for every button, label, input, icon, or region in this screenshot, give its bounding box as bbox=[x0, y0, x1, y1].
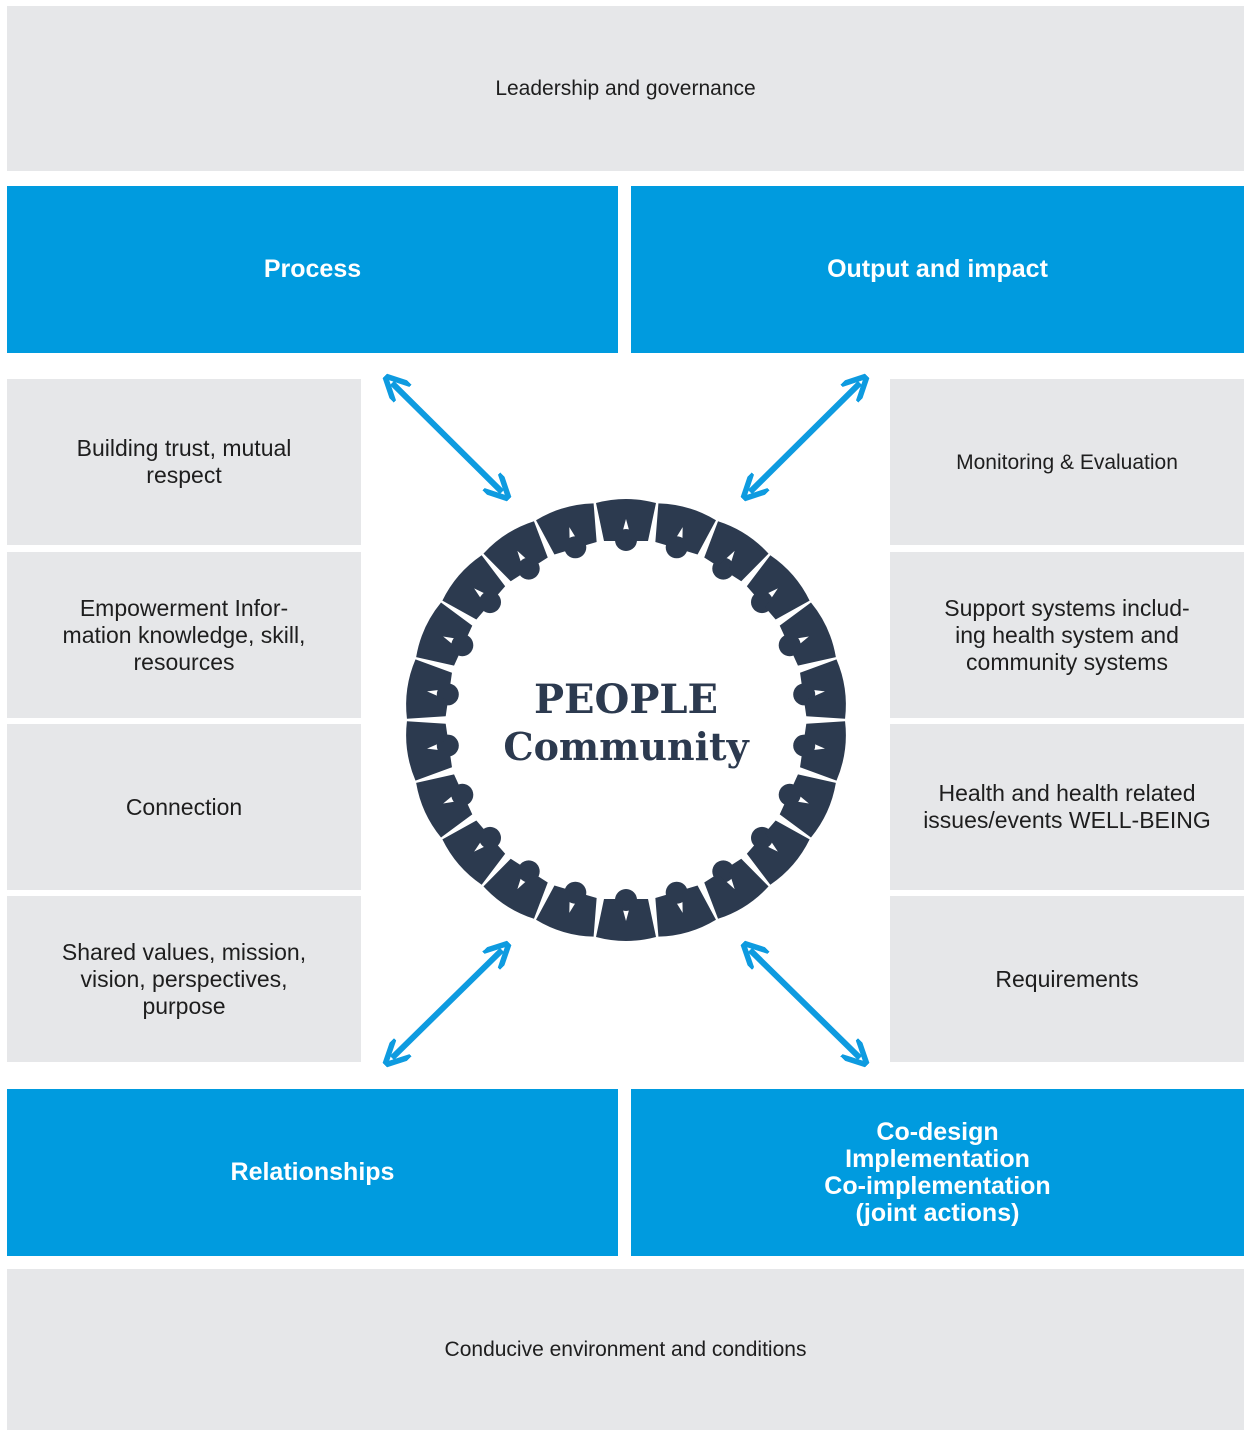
process-label: Process bbox=[263, 255, 362, 283]
right-item: Requirements bbox=[890, 896, 1244, 1062]
left-item-label: Shared values, mission, vision, perspect… bbox=[61, 938, 307, 1019]
bottom-band: Conducive environment and conditions bbox=[7, 1269, 1244, 1430]
right-item-label: Requirements bbox=[995, 965, 1139, 992]
left-item-label: Empowerment Infor- mation knowledge, ski… bbox=[62, 594, 306, 675]
person-body bbox=[406, 721, 452, 781]
person-body bbox=[442, 820, 506, 885]
person-body bbox=[416, 774, 473, 838]
codesign-header: Co-design Implementation Co-implementati… bbox=[631, 1089, 1244, 1256]
person-body bbox=[779, 774, 836, 838]
person-body bbox=[596, 499, 656, 541]
right-item: Health and health related issues/events … bbox=[890, 724, 1244, 890]
right-item-label: Support systems includ- ing health syste… bbox=[944, 594, 1190, 675]
right-item-label: Health and health related issues/events … bbox=[923, 780, 1211, 833]
top-band-label: Leadership and governance bbox=[495, 76, 756, 100]
center-subtitle: Community bbox=[503, 724, 749, 769]
relationships-label: Relationships bbox=[230, 1158, 395, 1186]
person-body bbox=[746, 555, 810, 620]
person-body bbox=[779, 602, 836, 666]
output-impact-label: Output and impact bbox=[827, 255, 1048, 283]
person-body bbox=[704, 858, 769, 919]
people-circle-icon bbox=[406, 499, 846, 941]
person-body bbox=[596, 899, 656, 941]
person-body bbox=[483, 521, 548, 582]
double-arrow-icon bbox=[392, 950, 502, 1058]
bottom-band-label: Conducive environment and conditions bbox=[444, 1337, 807, 1361]
codesign-label: Co-design Implementation Co-implementati… bbox=[824, 1117, 1051, 1227]
double-arrow-icon bbox=[750, 950, 860, 1058]
person-body bbox=[655, 885, 716, 937]
person-body bbox=[416, 602, 473, 666]
left-item: Shared values, mission, vision, perspect… bbox=[7, 896, 361, 1062]
person-body bbox=[536, 503, 597, 555]
left-item: Connection bbox=[7, 724, 361, 890]
right-item: Support systems includ- ing health syste… bbox=[890, 552, 1244, 718]
relationships-header: Relationships bbox=[7, 1089, 618, 1256]
person-body bbox=[483, 858, 548, 919]
left-item: Building trust, mutual respect bbox=[7, 379, 361, 545]
person-body bbox=[442, 555, 506, 620]
right-item: Monitoring & Evaluation bbox=[890, 379, 1244, 545]
person-body bbox=[746, 820, 810, 885]
person-body bbox=[800, 721, 846, 781]
person-body bbox=[655, 503, 716, 555]
right-item-label: Monitoring & Evaluation bbox=[956, 450, 1178, 474]
double-arrow-icon bbox=[750, 383, 860, 492]
process-header: Process bbox=[7, 186, 618, 353]
person-body bbox=[704, 521, 769, 582]
left-item-label: Connection bbox=[125, 793, 243, 820]
output-impact-header: Output and impact bbox=[631, 186, 1244, 353]
double-arrow-icon bbox=[392, 383, 502, 492]
center-title: PEOPLE bbox=[534, 676, 718, 723]
person-body bbox=[536, 885, 597, 937]
left-item-label: Building trust, mutual respect bbox=[76, 435, 292, 488]
person-body bbox=[800, 659, 846, 719]
top-band: Leadership and governance bbox=[7, 6, 1244, 171]
person-body bbox=[406, 659, 452, 719]
left-item: Empowerment Infor- mation knowledge, ski… bbox=[7, 552, 361, 718]
